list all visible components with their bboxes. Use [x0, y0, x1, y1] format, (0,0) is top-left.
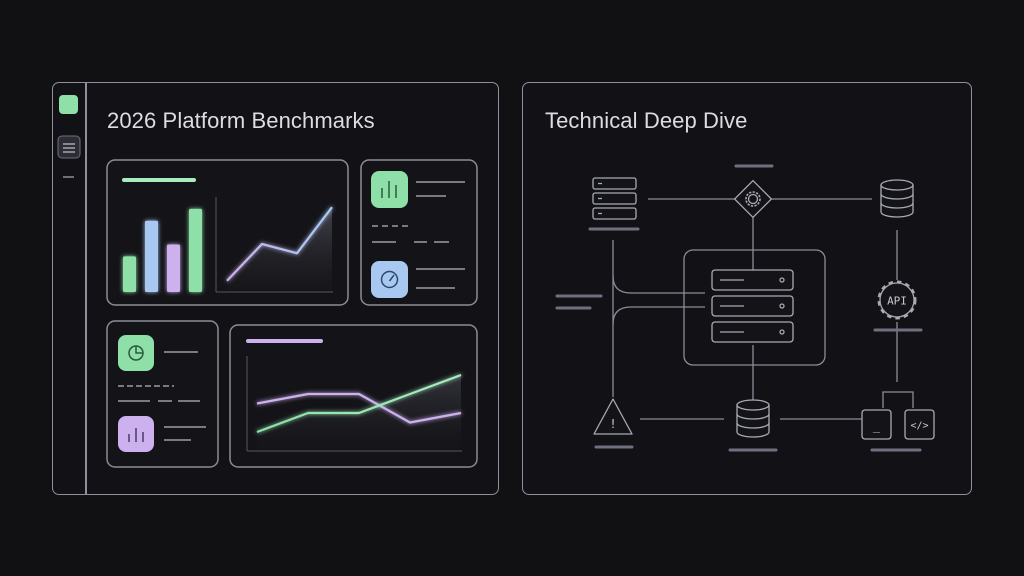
cluster-frame [683, 249, 826, 366]
page-title: 2026 Platform Benchmarks [107, 108, 375, 133]
menu-icon[interactable] [57, 135, 81, 159]
bar [145, 220, 158, 292]
code-label: </> [910, 421, 928, 432]
warning-icon: ! [593, 398, 633, 435]
code-icon: </> [904, 409, 935, 440]
database-icon [736, 399, 770, 438]
deep-dive-title: Technical Deep Dive [545, 108, 748, 133]
bar-chart [123, 208, 202, 292]
server-icon [592, 177, 637, 220]
series-line [256, 392, 462, 424]
bar-chart-icon [118, 416, 154, 452]
terminal-label: _ [873, 419, 881, 433]
bar [123, 256, 136, 292]
series-line [256, 373, 462, 434]
database-icon [880, 179, 914, 218]
area-line [226, 206, 333, 282]
terminal-icon: _ [861, 409, 892, 440]
bar [189, 208, 202, 292]
pie-chart-icon [118, 335, 154, 371]
diagram-connectors [612, 198, 914, 420]
gauge-text-lines [416, 268, 465, 289]
bar [167, 244, 180, 292]
api-label: API [887, 295, 907, 308]
alert-label: ! [611, 417, 616, 431]
widget-text-lines [118, 351, 206, 441]
stat-text-lines [372, 181, 465, 243]
gear-icon [733, 179, 773, 219]
bar-chart-icon [371, 171, 408, 208]
area-chart [226, 206, 333, 290]
app-logo-icon[interactable] [59, 95, 78, 114]
gauge-icon [371, 261, 408, 298]
api-gear-icon: API [877, 280, 917, 320]
sidebar-divider [85, 83, 87, 494]
server-stack-icon [711, 269, 794, 343]
line-chart [256, 373, 462, 451]
